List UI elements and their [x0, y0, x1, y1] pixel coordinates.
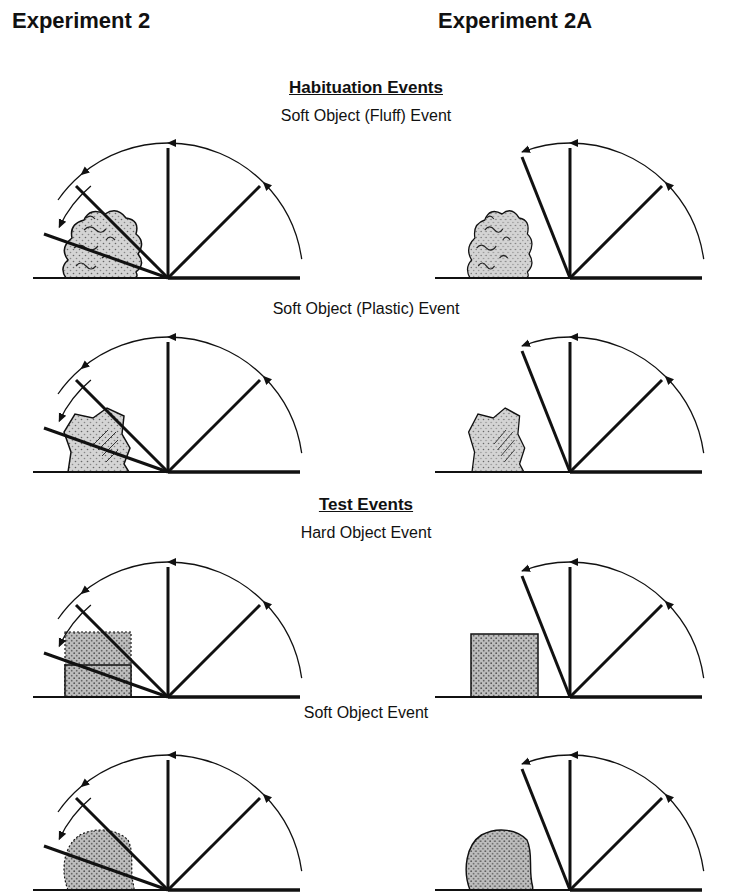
- hard-event-exp2a: [435, 562, 704, 697]
- column-heading: Experiment 2A: [438, 8, 592, 33]
- event-title: Soft Object (Fluff) Event: [281, 107, 451, 125]
- soft-event-exp2: [33, 755, 302, 890]
- plastic-event-exp2: [33, 337, 302, 472]
- section-heading: Test Events: [319, 495, 413, 515]
- column-heading: Experiment 2: [12, 8, 150, 33]
- event-title: Hard Object Event: [301, 524, 432, 542]
- section-heading: Habituation Events: [289, 78, 443, 98]
- fluff-event-exp2a: [435, 143, 704, 278]
- fluff-event-exp2: [33, 143, 302, 278]
- event-title: Soft Object (Plastic) Event: [273, 300, 460, 318]
- hard-event-exp2: [33, 562, 302, 697]
- soft-event-exp2a: [435, 755, 704, 890]
- event-title: Soft Object Event: [304, 704, 429, 722]
- plastic-event-exp2a: [435, 337, 704, 472]
